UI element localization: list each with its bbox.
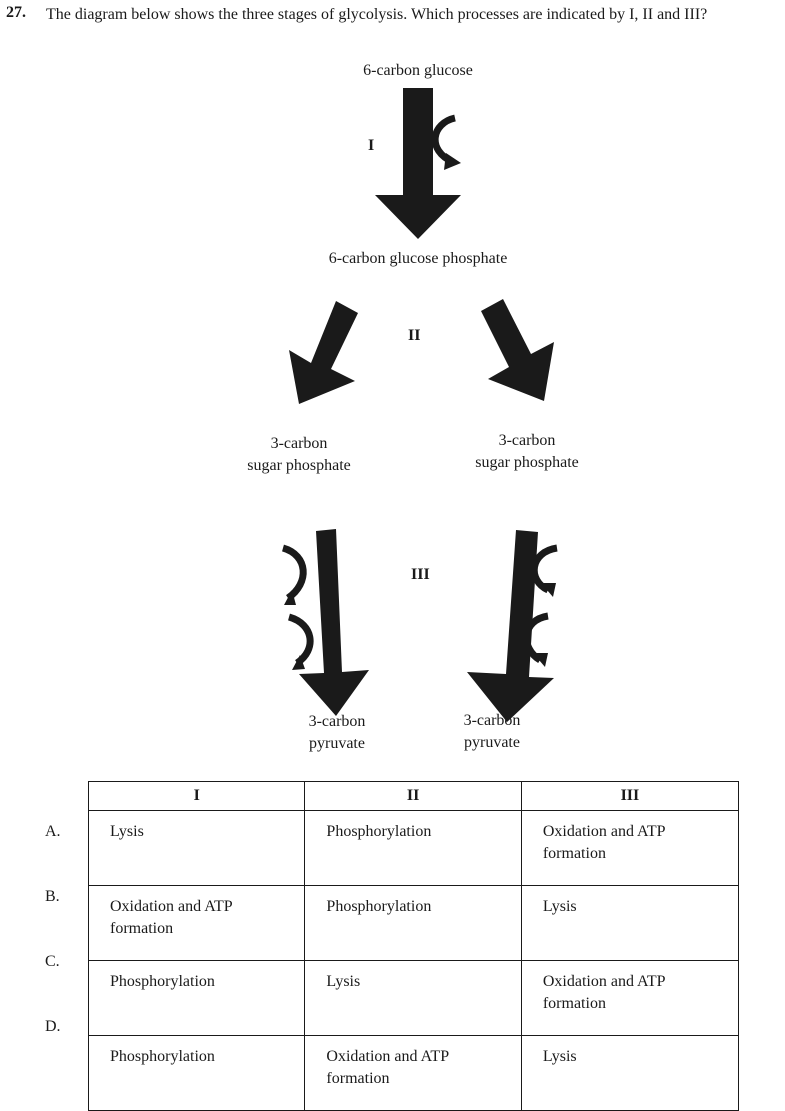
arrow-stage-2-right (481, 299, 554, 401)
table-header-row: I II III (87, 781, 740, 811)
arrow-stage-2-left (289, 301, 358, 404)
arrow-stage-3-left (299, 529, 369, 716)
option-a-label[interactable]: A. (45, 823, 61, 840)
option-b-label[interactable]: B. (45, 888, 60, 905)
arrowhead-curved-stage-3-right-upper (541, 583, 556, 597)
arrow-stage-1 (375, 88, 461, 239)
option-d-label[interactable]: D. (45, 1018, 61, 1035)
right-sugar-line-2: sugar phosphate (475, 454, 579, 471)
arrowhead-curved-stage-3-left-lower (292, 655, 305, 670)
answer-table: I II III Lysis Phosphorylation Oxidation… (87, 781, 740, 1111)
table-cell: Phosphorylation (87, 1035, 306, 1111)
stage-label-2: II (408, 327, 421, 344)
table-cell: Lysis (304, 960, 522, 1036)
table-cell: Oxidation and ATP formation (304, 1035, 522, 1111)
table-row-b[interactable]: Oxidation and ATP formation Phosphorylat… (87, 885, 740, 961)
header-cell-1: I (87, 781, 306, 811)
table-cell: Oxidation and ATP formation (520, 810, 740, 886)
arrowhead-curved-stage-1 (444, 153, 461, 170)
right-pyruvate-line-2: pyruvate (464, 734, 520, 751)
header-cell-2: II (304, 781, 522, 811)
left-pyruvate-line-2: pyruvate (309, 735, 365, 752)
table-cell: Phosphorylation (87, 960, 306, 1036)
question-text: The diagram below shows the three stages… (46, 6, 708, 23)
glycolysis-diagram (281, 88, 558, 722)
right-sugar-line-1: 3-carbon (498, 432, 556, 449)
table-row-d[interactable]: Phosphorylation Oxidation and ATP format… (87, 1035, 740, 1111)
glucose-label: 6-carbon glucose (363, 62, 473, 79)
left-sugar-line-1: 3-carbon (270, 435, 328, 452)
curved-arrow-stage-3-left-upper (281, 544, 307, 601)
table-cell: Lysis (87, 810, 306, 886)
option-c-label[interactable]: C. (45, 953, 60, 970)
table-cell: Oxidation and ATP formation (520, 960, 740, 1036)
table-cell: Lysis (520, 1035, 740, 1111)
header-cell-3: III (520, 781, 740, 811)
stage-label-3: III (411, 566, 430, 583)
left-sugar-line-2: sugar phosphate (247, 457, 351, 474)
stage-label-1: I (368, 137, 375, 154)
table-cell: Phosphorylation (304, 810, 522, 886)
curved-arrow-stage-1 (431, 114, 457, 166)
table-row-c[interactable]: Phosphorylation Lysis Oxidation and ATP … (87, 960, 740, 1036)
curved-arrow-stage-3-left-lower (287, 613, 314, 666)
left-sugar-phosphate-label: 3-carbon sugar phosphate (229, 433, 369, 477)
curved-arrow-stage-3-right-lower (523, 612, 549, 663)
curved-arrow-stage-3-right-upper (530, 544, 558, 594)
table-cell: Lysis (520, 885, 740, 961)
table-cell: Phosphorylation (304, 885, 522, 961)
right-pyruvate-label: 3-carbon pyruvate (442, 710, 542, 754)
table-row-a[interactable]: Lysis Phosphorylation Oxidation and ATP … (87, 810, 740, 886)
arrowhead-curved-stage-3-left-upper (284, 590, 296, 605)
right-sugar-phosphate-label: 3-carbon sugar phosphate (457, 430, 597, 474)
glucose-phosphate-label: 6-carbon glucose phosphate (328, 250, 508, 267)
left-pyruvate-label: 3-carbon pyruvate (287, 711, 387, 755)
table-cell: Oxidation and ATP formation (87, 885, 306, 961)
right-pyruvate-line-1: 3-carbon (463, 712, 521, 729)
left-pyruvate-line-1: 3-carbon (308, 713, 366, 730)
question-number: 27. (6, 4, 26, 21)
arrowhead-curved-stage-3-right-lower (533, 653, 548, 667)
